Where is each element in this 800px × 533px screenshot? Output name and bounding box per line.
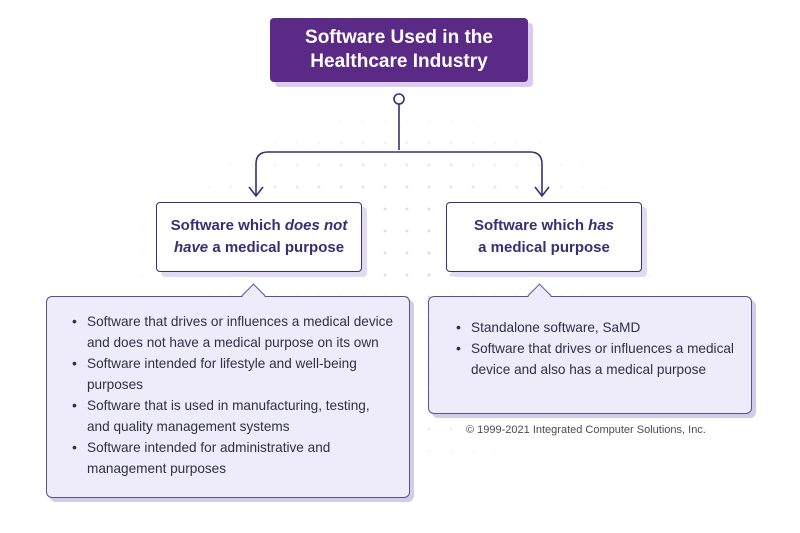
category-has-medical-purpose: Software which has a medical purpose — [446, 202, 642, 272]
category-right-line-1: Software which has — [473, 217, 615, 234]
arrowhead-right — [534, 186, 550, 198]
category-left-line-1: Software which does not — [170, 217, 348, 234]
copyright-notice: © 1999-2021 Integrated Computer Solution… — [466, 424, 706, 436]
no-medical-purpose-list-box: Software that drives or influences a med… — [46, 283, 410, 498]
list-item: Software intended for lifestyle and well… — [72, 353, 395, 395]
list-item: Standalone software, SaMD — [456, 317, 737, 338]
connector-branch — [255, 151, 543, 196]
has-medical-purpose-list: Standalone software, SaMD Software that … — [455, 317, 737, 380]
title-line-1: Software Used in the — [305, 27, 493, 48]
arrowhead-left — [248, 186, 264, 198]
list-item: Software that is used in manufacturing, … — [72, 395, 395, 437]
diagram-title-box: Software Used in the Healthcare Industry — [270, 18, 528, 82]
category-left-line-2: have a medical purpose — [173, 239, 345, 256]
title-line-2: Healthcare Industry — [310, 51, 488, 72]
category-right-line-2: a medical purpose — [478, 239, 610, 256]
list-item: Software that drives or influences a med… — [72, 311, 395, 353]
connector-origin-dot — [393, 93, 405, 105]
diagram-title: Software Used in the Healthcare Industry — [299, 26, 499, 74]
no-medical-purpose-list: Software that drives or influences a med… — [71, 311, 395, 479]
category-no-medical-purpose: Software which does not have a medical p… — [156, 202, 362, 272]
category-left-emphasis-1: does not — [284, 217, 348, 234]
has-medical-purpose-list-box: Standalone software, SaMD Software that … — [428, 283, 752, 414]
category-left-emphasis-2: have — [173, 239, 209, 256]
list-item: Software that drives or influences a med… — [456, 338, 737, 380]
category-right-emphasis: has — [588, 217, 615, 234]
list-item: Software intended for administrative and… — [72, 437, 395, 479]
